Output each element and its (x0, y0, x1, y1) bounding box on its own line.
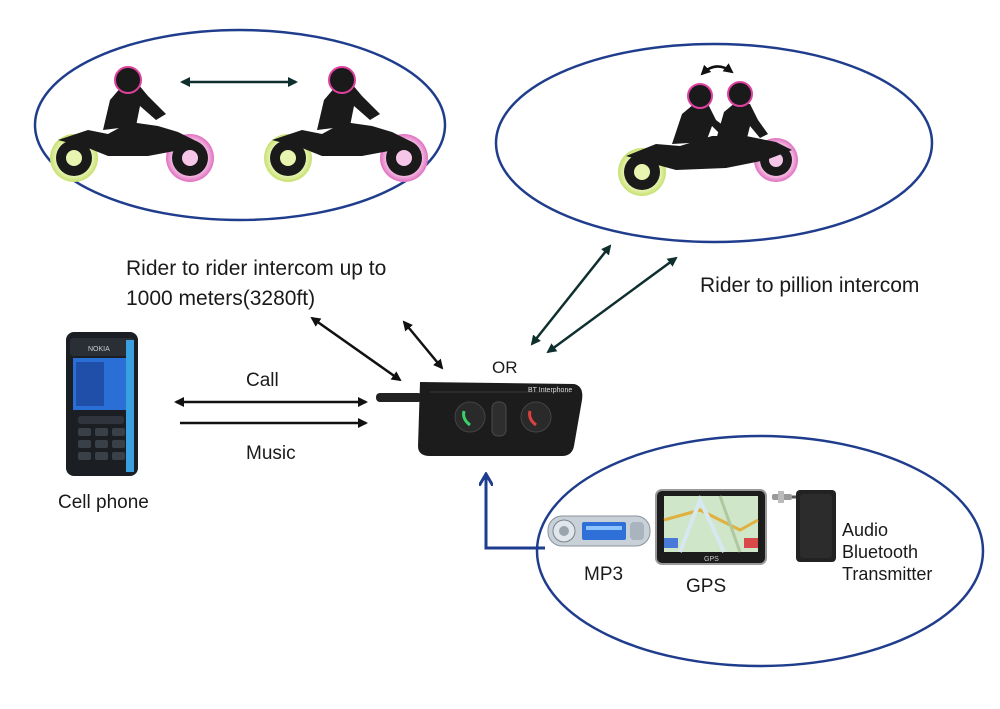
intercom-to-rider-arrow (310, 316, 402, 382)
cell-phone-icon: NOKIA (66, 332, 138, 476)
intercom-to-pillion-arrow (530, 244, 612, 346)
intercom-device-icon: BT Interphone (376, 382, 583, 456)
motorcycle-icon (264, 66, 428, 182)
mp3-label: MP3 (584, 564, 623, 585)
rider-to-rider-label: Rider to rider intercom up to (126, 257, 386, 280)
rider-to-pillion-label: Rider to pillion intercom (700, 274, 919, 297)
transmitter-label: Transmitter (842, 564, 932, 584)
music-label: Music (246, 443, 296, 464)
rider-to-rider-ellipse (33, 28, 447, 222)
rider-to-pillion-ellipse (494, 42, 934, 244)
motorcycle-pillion-icon (618, 81, 798, 196)
audio-label: Audio (842, 520, 888, 540)
intercom-to-pillion-arrow (546, 256, 678, 354)
gps-screen-text: GPS (704, 556, 719, 563)
pillion-link-arrow (700, 63, 734, 76)
rider-to-rider-range-label: 1000 meters(3280ft) (126, 287, 315, 310)
call-label: Call (246, 370, 279, 391)
audio-sources-ellipse (535, 434, 985, 668)
motorcycle-icon (50, 66, 214, 182)
or-label: OR (492, 358, 518, 377)
gps-device-icon: GPS (655, 489, 767, 565)
cell-phone-label: Cell phone (58, 492, 149, 513)
intercom-brand-text: BT Interphone (528, 387, 572, 394)
gps-label: GPS (686, 576, 726, 597)
intercom-to-rider-arrow (402, 320, 444, 370)
phone-brand-text: NOKIA (88, 346, 110, 353)
audio-input-arrow (486, 476, 545, 550)
mp3-player-icon (547, 515, 651, 547)
bluetooth-label: Bluetooth (842, 542, 918, 562)
bluetooth-transmitter-icon (772, 490, 836, 562)
